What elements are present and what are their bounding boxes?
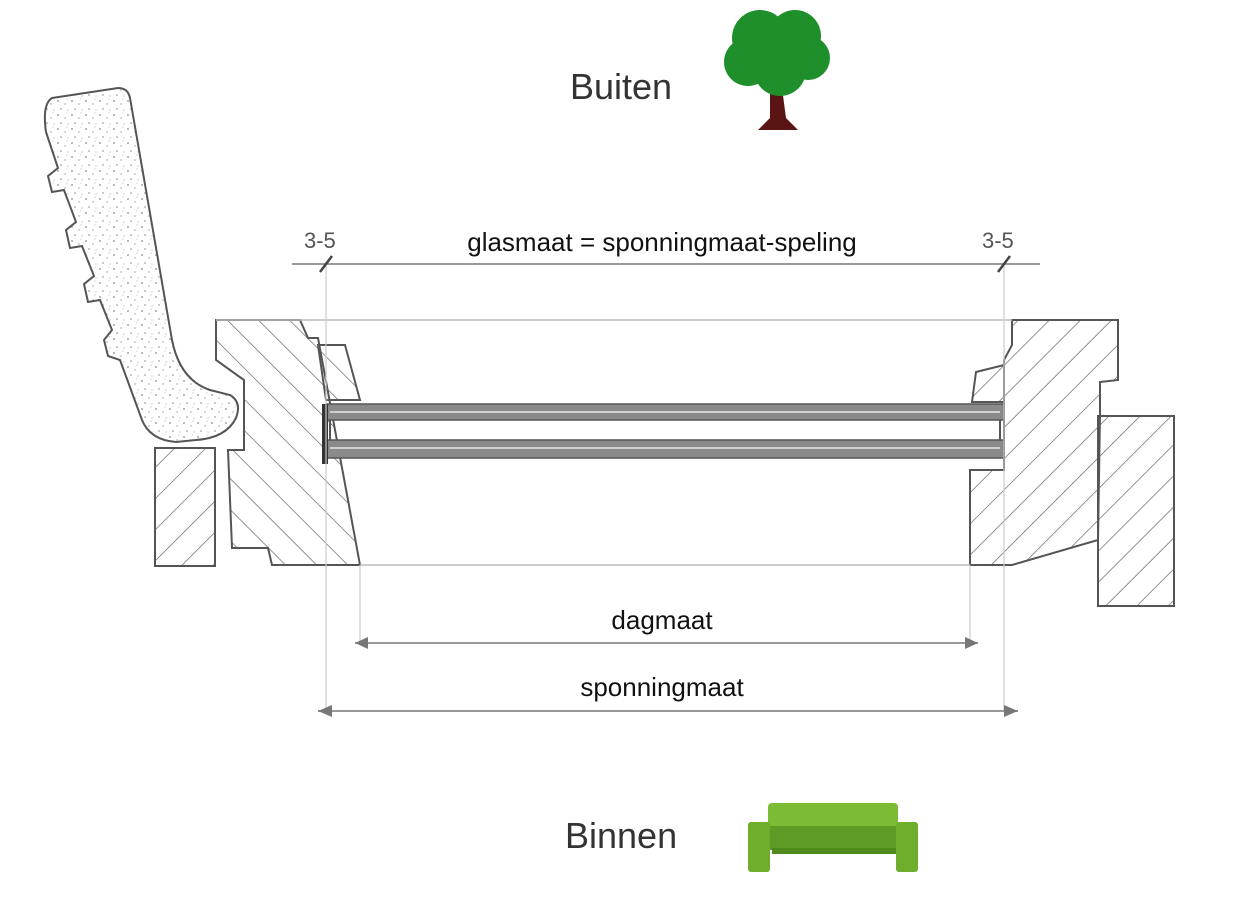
daylight-size-dimension — [355, 637, 978, 649]
glass-size-dimension — [292, 255, 1040, 273]
tree-icon — [724, 10, 830, 130]
right-frame — [969, 319, 1175, 607]
clearance-label-right: 3-5 — [982, 228, 1014, 253]
daylight-size-label: dagmaat — [611, 605, 713, 635]
sofa-icon — [748, 803, 918, 872]
clearance-label-left: 3-5 — [304, 228, 336, 253]
rebate-size-label: sponningmaat — [580, 672, 744, 702]
rebate-size-dimension — [318, 705, 1018, 717]
glass-size-label: glasmaat = sponningmaat-speling — [467, 227, 857, 257]
outside-label: Buiten — [570, 66, 672, 107]
left-frame — [154, 319, 362, 567]
glazing-bead-profile — [43, 86, 239, 444]
insulated-glass-unit — [322, 403, 1005, 464]
extension-lines — [325, 262, 1005, 712]
inside-label: Binnen — [565, 815, 677, 856]
